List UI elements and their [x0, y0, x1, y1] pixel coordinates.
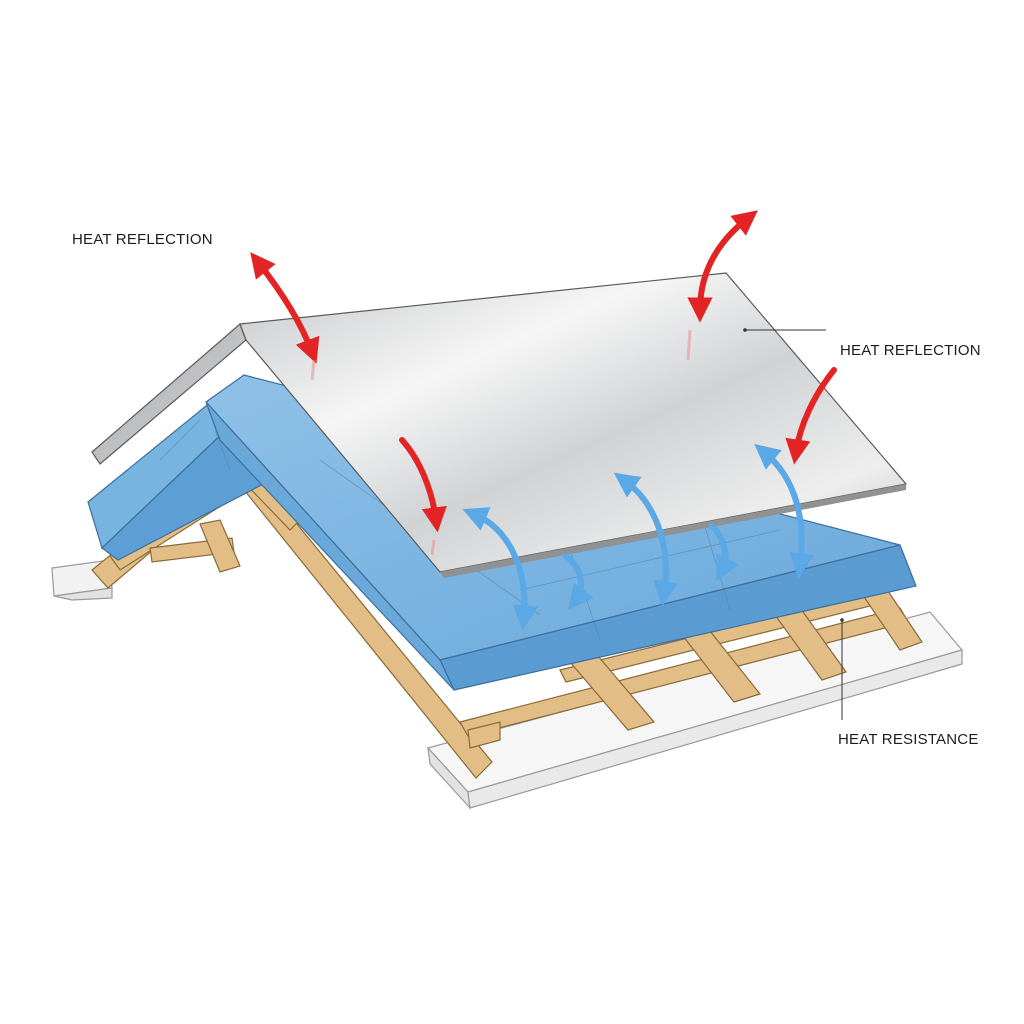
- curved-blue-arrow-icon: [613, 472, 679, 607]
- heat-resistance-arrows: [462, 444, 815, 631]
- heat-reflection-label-right: HEAT REFLECTION: [840, 342, 981, 359]
- curved-blue-arrow-icon: [709, 523, 739, 582]
- curved-red-arrow-icon: [399, 437, 447, 533]
- heat-reflection-arrows: [250, 210, 837, 533]
- heat-resistance-label: HEAT RESISTANCE: [838, 731, 979, 748]
- curved-blue-arrow-icon: [754, 444, 815, 579]
- curved-blue-arrow-icon: [462, 507, 538, 631]
- curved-red-arrow-icon: [250, 252, 320, 364]
- purlins: [459, 581, 923, 749]
- curved-red-arrow-icon: [785, 367, 837, 465]
- leader-lines: [745, 329, 843, 720]
- curved-red-arrow-icon: [687, 210, 758, 323]
- curved-blue-arrow-icon: [563, 553, 594, 610]
- heat-reflection-label-left: HEAT REFLECTION: [72, 231, 213, 248]
